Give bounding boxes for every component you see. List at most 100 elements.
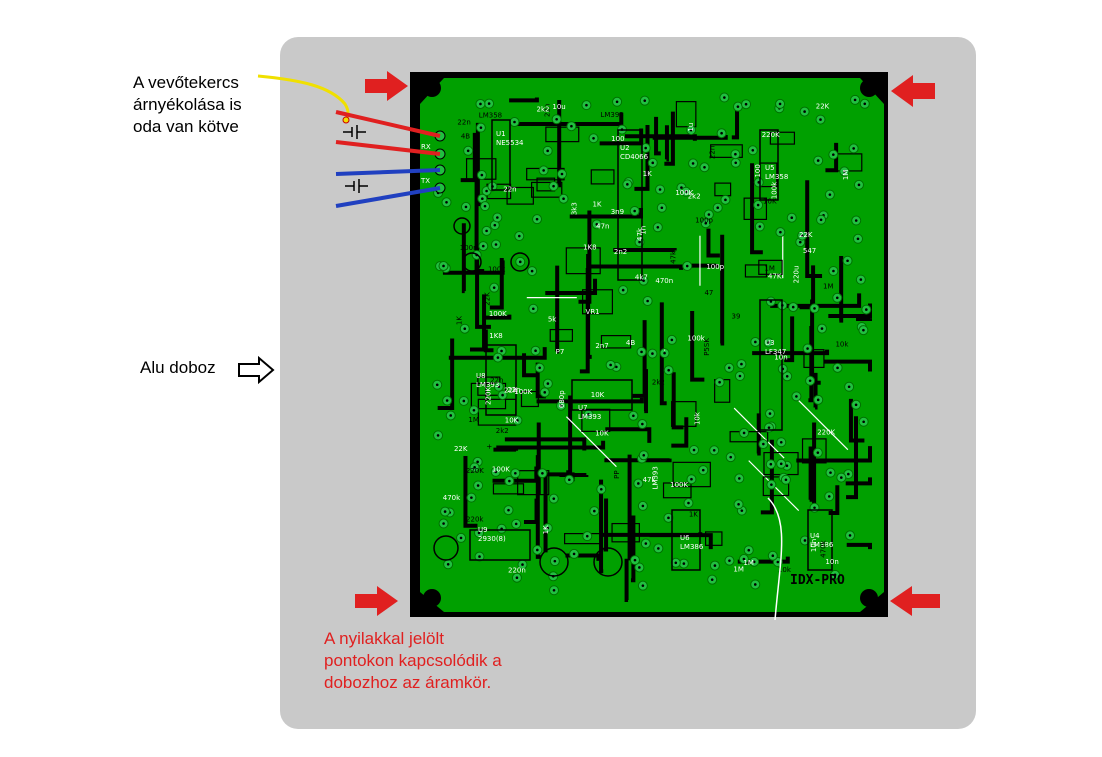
pcb-brand-text: IDX-PRO	[790, 573, 845, 588]
component-outline	[531, 181, 563, 198]
pcb-trace	[824, 359, 872, 372]
arrow-top-right	[891, 75, 935, 107]
tx-wire-2	[335, 186, 441, 208]
pad-hole	[738, 374, 742, 378]
pcb-trace	[654, 116, 661, 156]
shield-note-line: oda van kötve	[133, 117, 239, 136]
ic-part-label: NE5534	[496, 139, 524, 147]
ic-body	[759, 129, 779, 201]
pcb-trace	[461, 223, 466, 294]
component-value-label: 1K	[643, 170, 652, 178]
pcb-trace	[706, 228, 720, 258]
component-outline	[803, 349, 825, 369]
arrow-bottom-right	[890, 586, 940, 616]
tx-connector-label: TX	[420, 177, 430, 185]
ic-ref-label: U8	[476, 372, 486, 380]
component-value-label: PP	[613, 470, 621, 478]
ic-ref-label: U1	[496, 130, 506, 138]
pad-hole	[820, 327, 824, 330]
pcb-trace	[632, 320, 647, 398]
pad-hole	[436, 434, 440, 437]
ic-body	[571, 379, 633, 411]
pad-hole	[862, 328, 865, 332]
pad-hole	[857, 183, 861, 187]
pad-hole	[483, 204, 487, 208]
pad-hole	[562, 197, 565, 201]
pad-hole	[736, 105, 740, 108]
pcb-jumper	[733, 407, 785, 459]
pad-hole	[642, 279, 645, 282]
pcb-trace	[808, 446, 813, 502]
pad-hole	[555, 117, 558, 121]
component-value-label: 5k	[548, 316, 557, 324]
pad-hole	[813, 506, 816, 510]
component-value-label: 1K	[542, 525, 550, 534]
pcb-trace	[630, 515, 636, 583]
pad-hole	[587, 413, 590, 416]
pad-hole	[753, 583, 757, 586]
pad-hole	[435, 383, 439, 387]
component-value-label: 1M	[842, 170, 850, 181]
pad-hole	[485, 229, 488, 233]
pad-hole	[646, 299, 649, 303]
component-value-label: 22n	[507, 386, 520, 394]
pad-hole	[552, 588, 556, 592]
component-value-label: LM393	[652, 466, 660, 489]
pad-hole	[496, 356, 500, 359]
tx-wire-1	[335, 168, 441, 176]
pad-hole	[720, 131, 723, 135]
pad-hole	[685, 264, 689, 268]
pad-hole	[728, 559, 731, 562]
pad-hole	[840, 476, 843, 479]
component-value-label: 10k	[694, 411, 702, 425]
pcb-trace	[437, 338, 455, 410]
pcb-trace	[846, 416, 859, 500]
component-value-label: LM358	[479, 112, 502, 120]
pcb-trace	[543, 475, 548, 553]
pad-hole	[656, 226, 660, 229]
pad-hole	[538, 366, 541, 370]
pad-hole	[779, 462, 783, 466]
pad-hole	[546, 526, 550, 530]
pcb-trace	[463, 455, 478, 528]
pad-hole	[667, 368, 670, 372]
pad-hole	[744, 102, 748, 106]
component-outline	[565, 247, 601, 275]
pcb-trace	[856, 317, 872, 322]
pcb-trace	[805, 180, 823, 278]
pad-hole	[632, 414, 635, 418]
pad-hole	[836, 366, 839, 370]
component-value-label: 2n2	[614, 248, 627, 256]
pcb-trace	[756, 413, 761, 456]
pad-hole	[816, 451, 820, 454]
shield-wire-end	[342, 116, 350, 124]
component-value-label: 22n	[490, 377, 503, 385]
pad-hole	[638, 566, 641, 569]
component-outline	[704, 531, 723, 546]
ic-ref-label: U6	[680, 534, 690, 542]
pcb-trace	[509, 97, 539, 103]
component-value-label: 220n	[508, 566, 526, 574]
component-outline	[517, 470, 550, 496]
pad-hole	[543, 391, 547, 394]
component-value-label: 100K	[489, 310, 507, 318]
pad-hole	[508, 479, 511, 483]
electrolytic-cap	[593, 547, 623, 577]
pad-hole	[832, 153, 835, 156]
pcb-trace	[664, 111, 675, 166]
pad-hole	[640, 350, 643, 354]
mount-hole-br	[860, 589, 878, 607]
pad-hole	[852, 147, 855, 150]
component-outline	[675, 101, 697, 128]
pad-hole	[593, 509, 596, 513]
component-value-label: 2k2	[652, 378, 665, 386]
pcb-trace	[720, 234, 725, 346]
pad-hole	[516, 419, 519, 422]
component-value-label: 3n9	[611, 208, 624, 216]
component-value-label: 10K	[595, 429, 609, 437]
pad-hole	[687, 501, 690, 505]
pad-hole	[514, 471, 517, 475]
pad-hole	[570, 124, 573, 128]
pcb-trace	[784, 316, 795, 363]
